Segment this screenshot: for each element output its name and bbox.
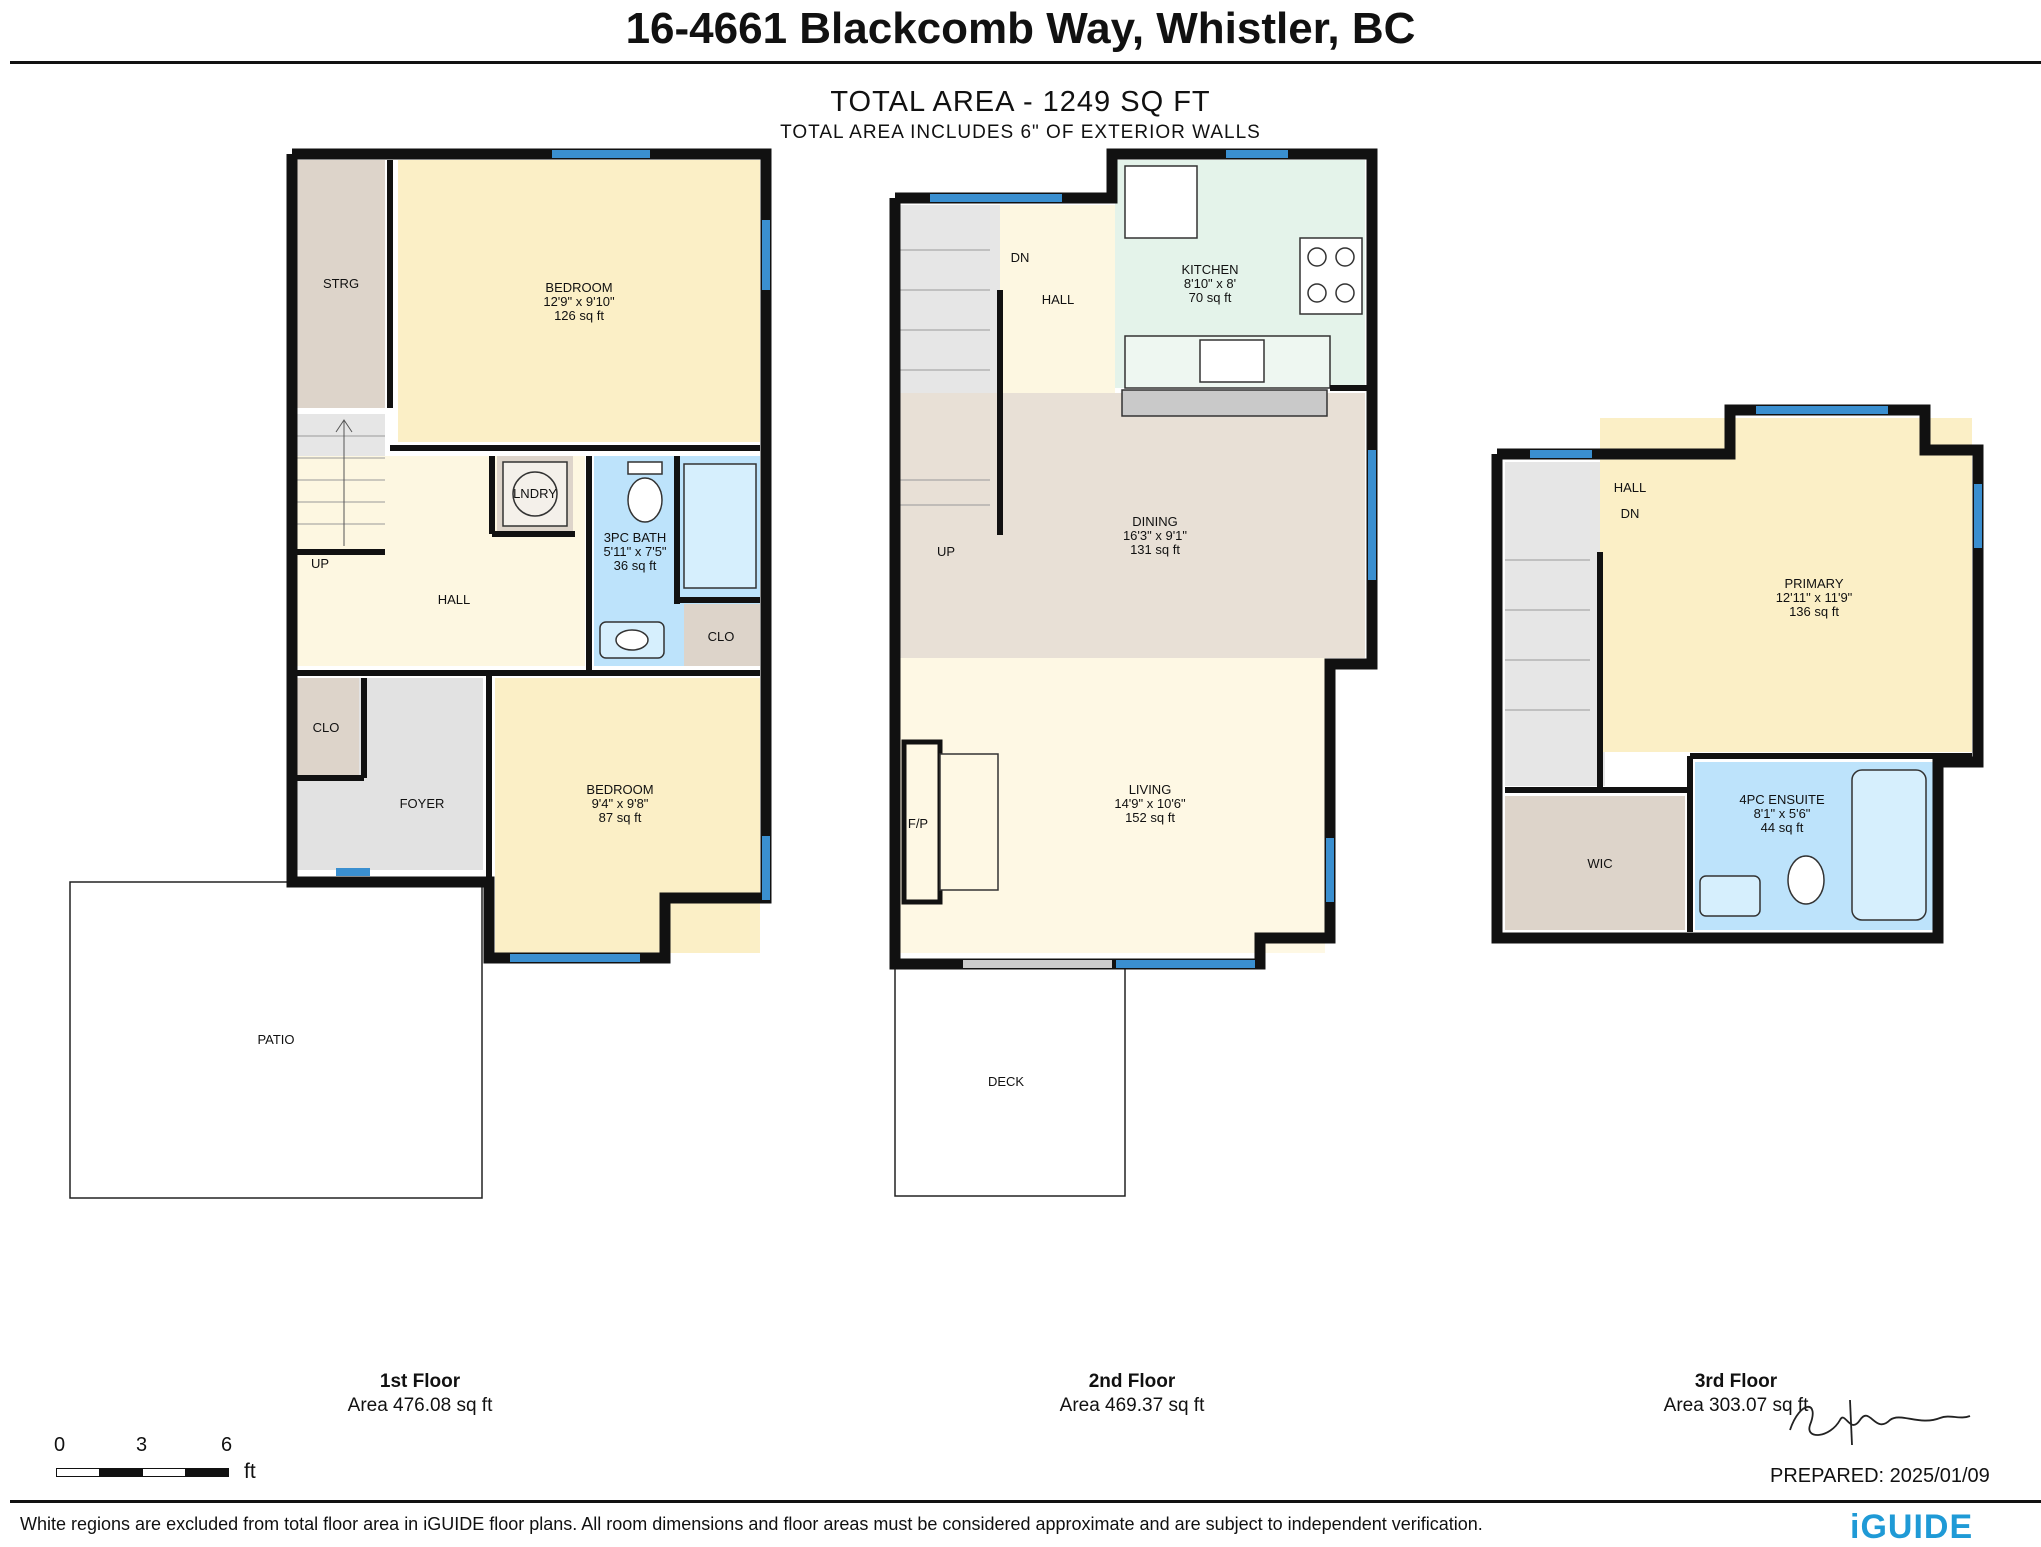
primary-room bbox=[1600, 418, 1972, 752]
label-dn-3: DN bbox=[1621, 506, 1640, 521]
floor-2-plan bbox=[889, 148, 1378, 1197]
property-address-title: 16-4661 Blackcomb Way, Whistler, BC bbox=[625, 4, 1416, 53]
floor-3-walls bbox=[1491, 404, 1984, 944]
wic-room bbox=[1505, 796, 1685, 930]
label-kitchen-dims: 8'10" x 8' bbox=[1184, 276, 1236, 291]
scale-tick-6: 6 bbox=[221, 1434, 233, 1456]
dining-room bbox=[900, 393, 1365, 658]
floor-1-plan bbox=[69, 148, 772, 1199]
ensuite-fixtures bbox=[1699, 769, 1927, 921]
label-ensuite-area: 44 sq ft bbox=[1761, 820, 1804, 835]
label-kitchen-area: 70 sq ft bbox=[1189, 290, 1232, 305]
prepared-date: PREPARED: 2025/01/09 bbox=[1770, 1465, 1990, 1487]
floor-2-area: Area 469.37 sq ft bbox=[1059, 1395, 1205, 1416]
label-up-1: UP bbox=[311, 556, 329, 571]
floor-1-walls bbox=[286, 148, 772, 964]
closet-2-room bbox=[684, 604, 760, 666]
floor-1-area: Area 476.08 sq ft bbox=[347, 1395, 493, 1416]
label-hall-2: HALL bbox=[1042, 292, 1075, 307]
label-bedroom-2-dims: 9'4" x 9'8" bbox=[592, 796, 649, 811]
floor-1-windows bbox=[336, 150, 770, 962]
label-dining-name: DINING bbox=[1132, 514, 1178, 529]
label-bath-1-dims: 5'11" x 7'5" bbox=[603, 544, 666, 559]
header-divider bbox=[10, 61, 2041, 64]
deck-area bbox=[894, 963, 1126, 1197]
label-bedroom-1-dims: 12'9" x 9'10" bbox=[543, 294, 615, 309]
disclaimer-footnote: White regions are excluded from total fl… bbox=[20, 1514, 1483, 1534]
label-hall-1: HALL bbox=[438, 592, 471, 607]
label-bedroom-2-area: 87 sq ft bbox=[599, 810, 642, 825]
label-bedroom-2-name: BEDROOM bbox=[586, 782, 653, 797]
room-labels: STRG BEDROOM 12'9" x 9'10" 126 sq ft LND… bbox=[257, 250, 1852, 1089]
signature-logo bbox=[1789, 1399, 1971, 1446]
floor-2-windows bbox=[930, 150, 1376, 968]
label-hall-3: HALL bbox=[1614, 480, 1647, 495]
label-primary-dims: 12'11" x 11'9" bbox=[1776, 590, 1853, 605]
floor-3-caption: 3rd Floor Area 303.07 sq ft bbox=[1556, 1370, 1916, 1418]
label-living-name: LIVING bbox=[1129, 782, 1172, 797]
scale-unit: ft bbox=[244, 1460, 256, 1483]
footer-divider bbox=[10, 1500, 2041, 1503]
fireplace bbox=[901, 739, 943, 905]
scale-tick-0: 0 bbox=[54, 1434, 66, 1456]
scale-bar: 0 3 6 ft bbox=[52, 1434, 292, 1490]
total-area: TOTAL AREA - 1249 SQ FT bbox=[830, 86, 1211, 118]
label-foyer: FOYER bbox=[400, 796, 445, 811]
label-primary-area: 136 sq ft bbox=[1789, 604, 1839, 619]
label-up-2: UP bbox=[937, 544, 955, 559]
label-bath-1-name: 3PC BATH bbox=[604, 530, 667, 545]
label-bedroom-1-area: 126 sq ft bbox=[554, 308, 604, 323]
floor-2-name: 2nd Floor bbox=[1088, 1371, 1176, 1392]
label-bedroom-1-name: BEDROOM bbox=[545, 280, 612, 295]
storage-room bbox=[297, 160, 385, 408]
stairs-3 bbox=[1505, 462, 1605, 786]
floor-3-area: Area 303.07 sq ft bbox=[1663, 1395, 1809, 1416]
scale-tick-3: 3 bbox=[136, 1434, 148, 1456]
floor-2-caption: 2nd Floor Area 469.37 sq ft bbox=[952, 1370, 1312, 1418]
bedroom-2-room bbox=[495, 678, 760, 953]
label-ensuite-name: 4PC ENSUITE bbox=[1739, 792, 1825, 807]
total-area-note: TOTAL AREA INCLUDES 6" OF EXTERIOR WALLS bbox=[780, 122, 1261, 143]
label-bath-1-area: 36 sq ft bbox=[614, 558, 657, 573]
label-kitchen-name: KITCHEN bbox=[1181, 262, 1238, 277]
label-fireplace: F/P bbox=[908, 816, 928, 831]
floor-3-name: 3rd Floor bbox=[1694, 1371, 1778, 1392]
bedroom-1-room bbox=[398, 160, 760, 442]
bath-1-fixtures bbox=[502, 461, 757, 659]
floor-3-windows bbox=[1530, 406, 1982, 548]
label-living-dims: 14'9" x 10'6" bbox=[1114, 796, 1186, 811]
kitchen-fixtures bbox=[1121, 165, 1363, 417]
label-primary-name: PRIMARY bbox=[1785, 576, 1844, 591]
label-laundry: LNDRY bbox=[513, 486, 557, 501]
floor-1-name: 1st Floor bbox=[379, 1371, 461, 1392]
label-patio: PATIO bbox=[257, 1032, 294, 1047]
label-deck: DECK bbox=[988, 1074, 1024, 1089]
label-ensuite-dims: 8'1" x 5'6" bbox=[1754, 806, 1811, 821]
hall-2-room bbox=[1000, 205, 1115, 393]
floor-1-caption: 1st Floor Area 476.08 sq ft bbox=[240, 1370, 600, 1418]
label-closet-2: CLO bbox=[708, 629, 735, 644]
label-dining-area: 131 sq ft bbox=[1130, 542, 1180, 557]
stairs-1-lines bbox=[297, 419, 385, 546]
label-dining-dims: 16'3" x 9'1" bbox=[1123, 528, 1187, 543]
label-wic: WIC bbox=[1587, 856, 1612, 871]
label-closet-1: CLO bbox=[313, 720, 340, 735]
floor-3-plan bbox=[1491, 404, 1984, 944]
label-living-area: 152 sq ft bbox=[1125, 810, 1175, 825]
patio-area bbox=[69, 881, 483, 1199]
iguide-logo: iGUIDE bbox=[1850, 1508, 1974, 1546]
label-dn-2: DN bbox=[1011, 250, 1030, 265]
label-storage: STRG bbox=[323, 276, 359, 291]
